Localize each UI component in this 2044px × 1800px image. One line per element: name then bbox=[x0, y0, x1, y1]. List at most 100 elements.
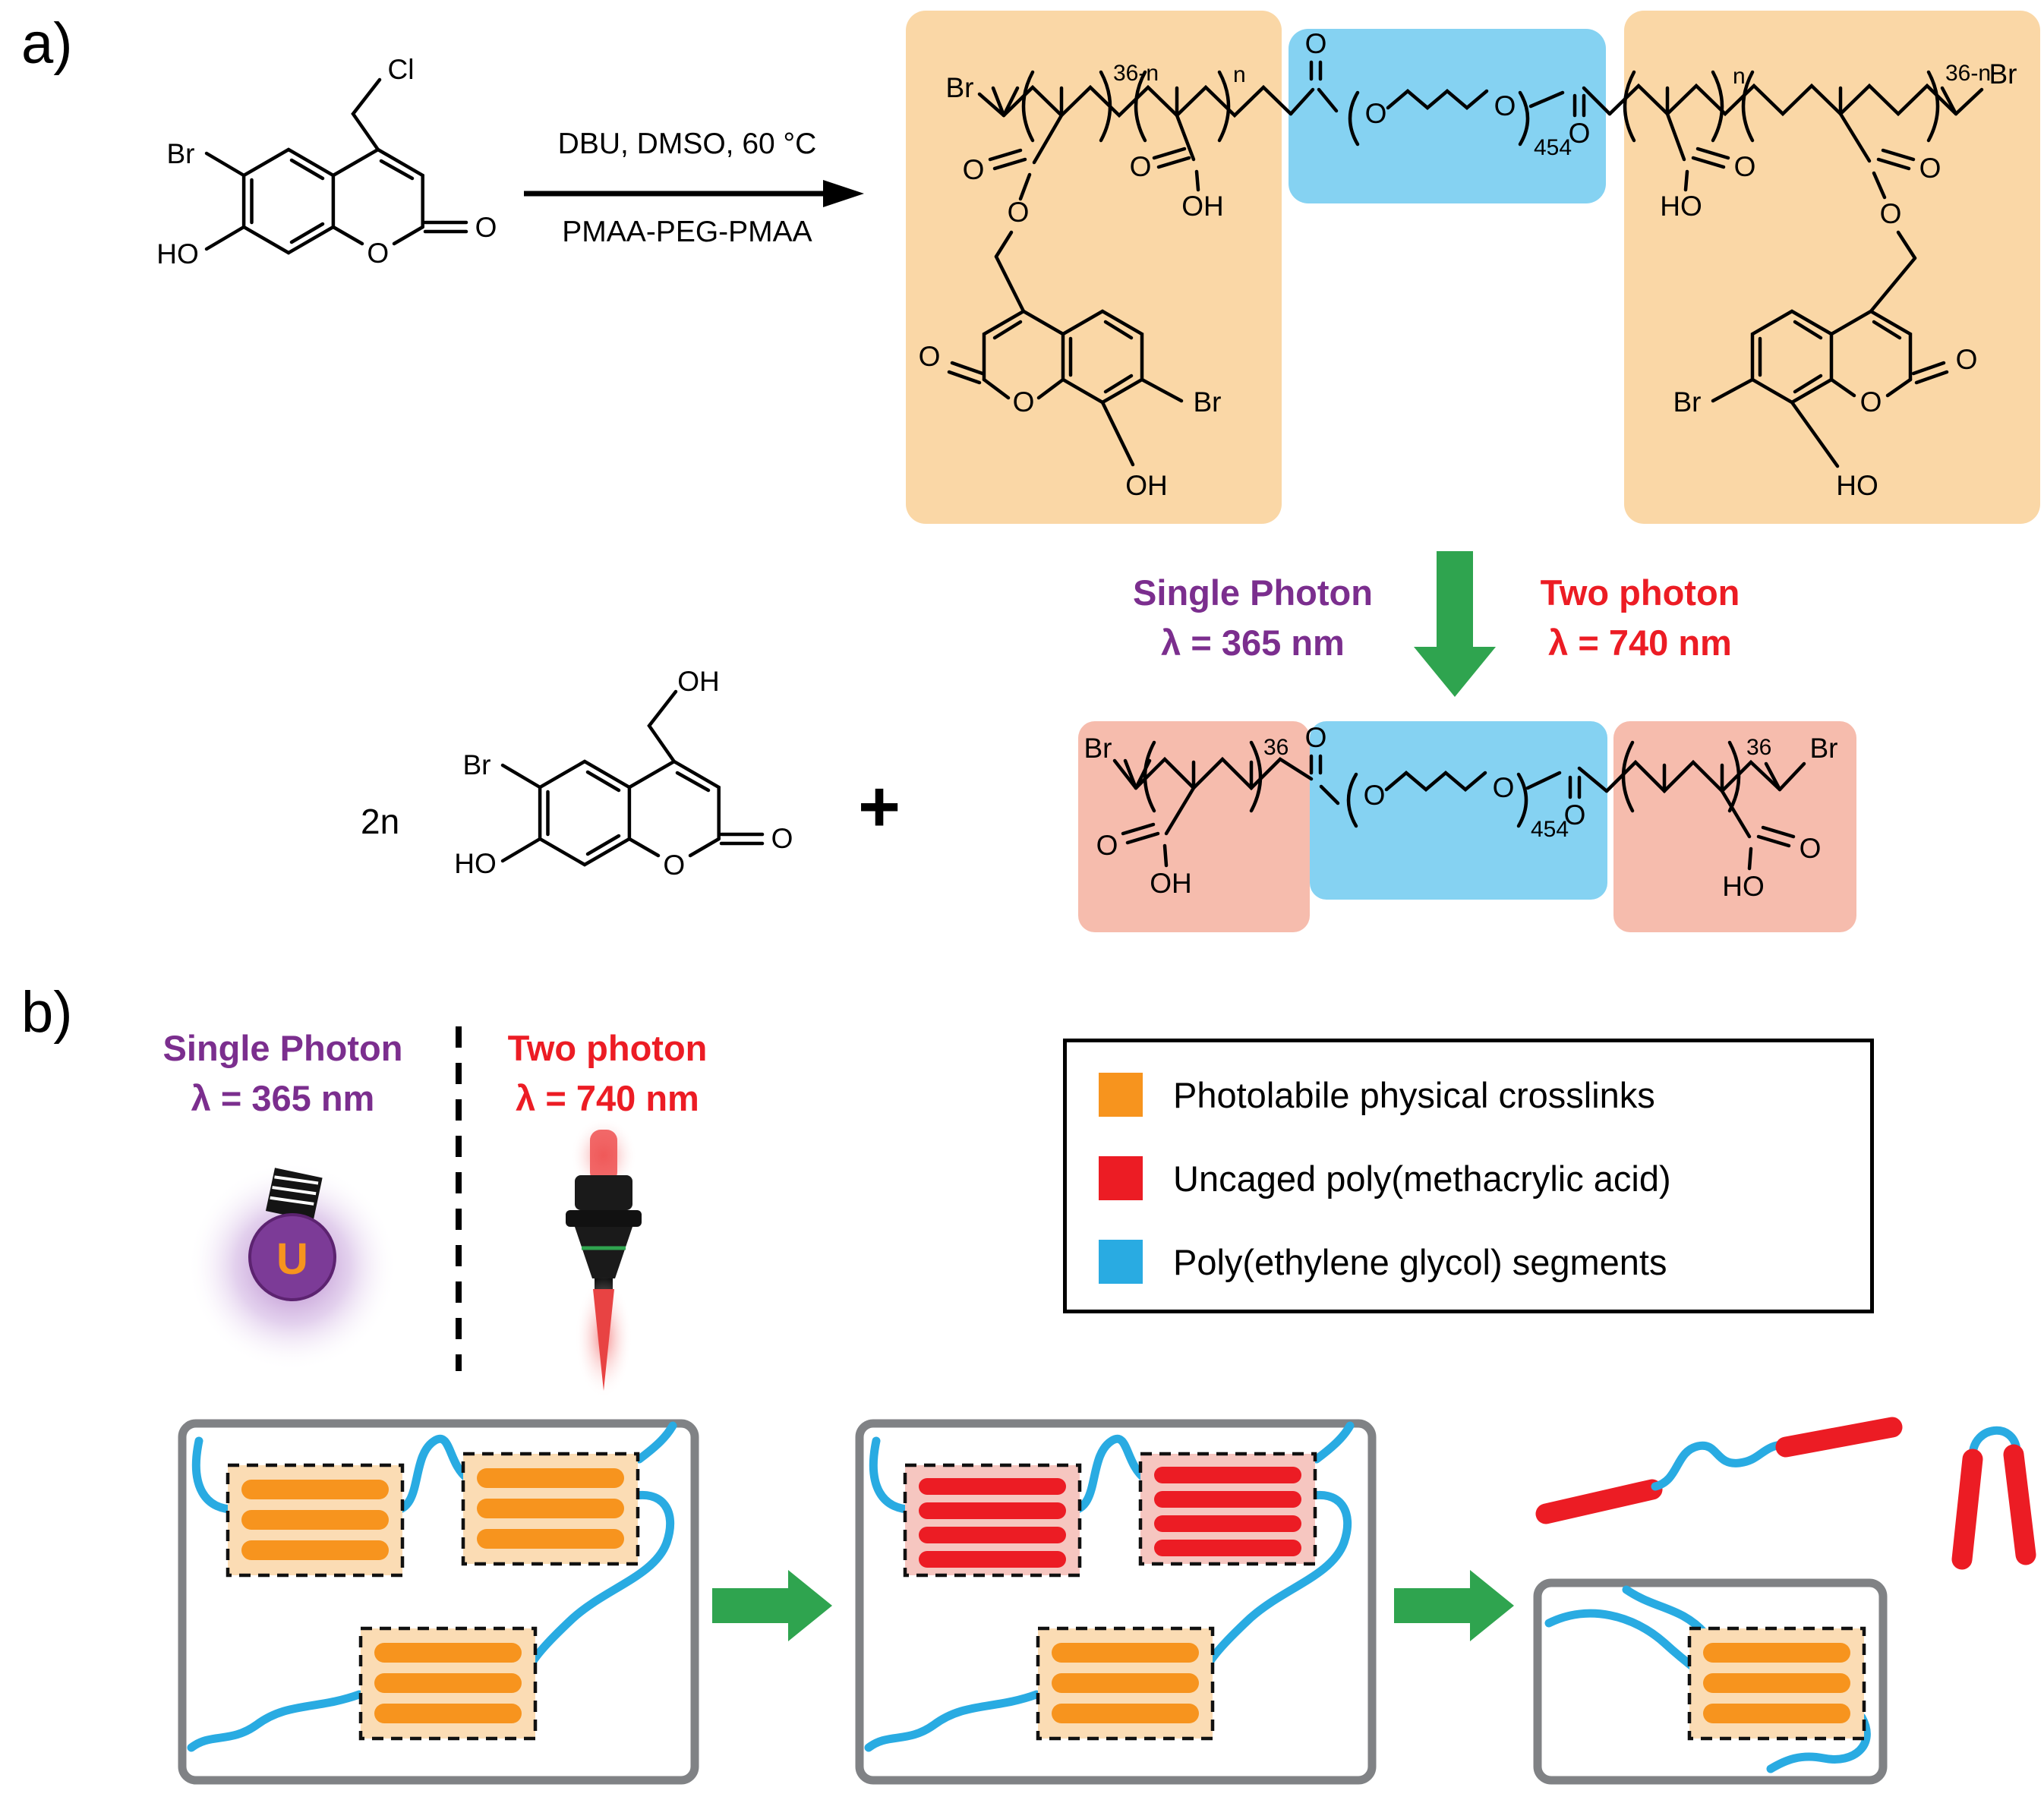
bulb-base bbox=[265, 1168, 323, 1222]
atom-label-o: O bbox=[1564, 799, 1586, 831]
objective-cone bbox=[575, 1227, 632, 1278]
crosslink-bundle-orange bbox=[1687, 1626, 1866, 1741]
atom-label-oh: OH bbox=[1150, 868, 1192, 899]
atom-label-o: O bbox=[1364, 780, 1386, 811]
green-arrow bbox=[1394, 1570, 1514, 1641]
atom-label-o: O bbox=[1365, 98, 1387, 129]
legend-label: Poly(ethylene glycol) segments bbox=[1173, 1241, 1667, 1282]
laser-beam-top bbox=[590, 1130, 617, 1183]
atom-label-cl: Cl bbox=[388, 54, 415, 85]
two-photon-line1: Two photon bbox=[1540, 572, 1740, 613]
bulb-filament: U bbox=[276, 1234, 308, 1284]
two-photon-label-a: Two photon λ = 740 nm bbox=[1503, 568, 1777, 668]
microscope-objective-icon bbox=[566, 1118, 642, 1398]
single-photon-line1: Single Photon bbox=[162, 1028, 403, 1068]
atom-label-o: O bbox=[1493, 772, 1515, 803]
two-photon-line2: λ = 740 nm bbox=[516, 1077, 699, 1118]
atom-label-br: Br bbox=[946, 72, 974, 103]
atom-label-br: Br bbox=[167, 138, 195, 169]
atom-label-o: O bbox=[1956, 344, 1978, 375]
single-photon-label-b: Single Photon λ = 365 nm bbox=[114, 1023, 452, 1124]
atom-label-ho: HO bbox=[1836, 470, 1878, 501]
structure-peg-bottom: O O O 454 O bbox=[1305, 722, 1609, 842]
atom-label-o: O bbox=[663, 850, 685, 881]
structure-pmaa-right: Br 36 O HO bbox=[1604, 733, 1838, 902]
repeat-label-n: n bbox=[1233, 62, 1246, 87]
repeat-label-36n: 36-n bbox=[1113, 61, 1159, 86]
orange-highlight-left bbox=[906, 11, 1282, 524]
atom-label-o: O bbox=[1096, 830, 1118, 861]
crosslink-bundle-orange bbox=[461, 1452, 640, 1566]
atom-label-o: O bbox=[475, 212, 497, 243]
orange-swatch-icon bbox=[1099, 1073, 1143, 1117]
crosslink-bundle-red bbox=[1138, 1452, 1317, 1566]
atom-label-br: Br bbox=[463, 749, 491, 780]
repeat-label-36: 36 bbox=[1263, 735, 1289, 760]
structure-pmaa-coumarin-right: Br n 36-n O HO O O bbox=[1607, 58, 2017, 501]
atom-label-o: O bbox=[963, 154, 985, 185]
atom-label-ho: HO bbox=[1722, 871, 1765, 902]
panel-b-label: b) bbox=[21, 980, 73, 1045]
atom-label-o: O bbox=[1919, 153, 1941, 184]
objective-collar bbox=[566, 1210, 642, 1227]
red-swatch-icon bbox=[1099, 1156, 1143, 1200]
two-photon-line2: λ = 740 nm bbox=[1548, 622, 1732, 663]
atom-label-o: O bbox=[1013, 386, 1035, 418]
structure-coumarin-chloride: Cl Br HO O O bbox=[156, 54, 497, 270]
atom-label-oh: OH bbox=[677, 666, 720, 697]
two-photon-label-b: Two photon λ = 740 nm bbox=[472, 1023, 743, 1124]
atom-label-o: O bbox=[1305, 722, 1327, 753]
atom-label-o: O bbox=[1880, 198, 1902, 229]
blue-highlight-top bbox=[1289, 29, 1606, 203]
structure-coumarin-alcohol: OH Br HO O O bbox=[454, 666, 793, 881]
atom-label-oh: OH bbox=[1125, 470, 1168, 501]
legend-label: Photolabile physical crosslinks bbox=[1173, 1074, 1655, 1115]
atom-label-br: Br bbox=[1989, 58, 2017, 90]
plus-sign: + bbox=[858, 766, 901, 847]
atom-label-oh: OH bbox=[1181, 191, 1224, 222]
single-photon-line2: λ = 365 nm bbox=[191, 1077, 375, 1118]
structure-pmaa-coumarin-left: Br 36-n n O O bbox=[919, 61, 1315, 501]
single-photon-label-a: Single Photon λ = 365 nm bbox=[1078, 568, 1427, 668]
legend-item-pmaa: Uncaged poly(methacrylic acid) bbox=[1099, 1155, 1671, 1201]
atom-label-o: O bbox=[1734, 151, 1756, 182]
atom-label-br: Br bbox=[1084, 733, 1112, 764]
crosslink-bundle-red bbox=[903, 1463, 1082, 1578]
legend-label: Uncaged poly(methacrylic acid) bbox=[1173, 1158, 1671, 1199]
released-chain bbox=[1535, 1417, 1903, 1524]
single-photon-line2: λ = 365 nm bbox=[1161, 622, 1345, 663]
gel-boundary bbox=[855, 1419, 1377, 1785]
structure-peg-top: O O O 454 O bbox=[1305, 28, 1612, 160]
repeat-label-454: 454 bbox=[1534, 135, 1572, 160]
gel-network-uncaged bbox=[855, 1419, 1377, 1785]
crosslink-bundle-orange bbox=[1036, 1626, 1215, 1741]
gel-network-dissolved bbox=[1533, 1417, 2036, 1785]
panel-a-label: a) bbox=[21, 11, 73, 76]
reaction-conditions: DBU, DMSO, 60 °C bbox=[557, 128, 817, 160]
orange-highlight-right bbox=[1624, 11, 2040, 524]
legend-item-peg: Poly(ethylene glycol) segments bbox=[1099, 1239, 1667, 1285]
atom-label-ho: HO bbox=[156, 238, 199, 270]
released-hairpin bbox=[1951, 1426, 2036, 1570]
atom-label-ho: HO bbox=[454, 848, 497, 879]
atom-label-o: O bbox=[1800, 833, 1822, 864]
gel-boundary bbox=[178, 1419, 699, 1785]
atom-label-o: O bbox=[1569, 118, 1591, 149]
atom-label-br: Br bbox=[1673, 386, 1702, 418]
light-bulb-icon: U bbox=[188, 1162, 397, 1371]
repeat-label-n: n bbox=[1733, 64, 1746, 89]
atom-label-o: O bbox=[1008, 197, 1030, 228]
reaction-arrow bbox=[524, 180, 864, 207]
bulb-globe bbox=[248, 1213, 336, 1301]
atom-label-o: O bbox=[1860, 386, 1882, 418]
focused-beam bbox=[593, 1289, 614, 1391]
atom-label-o: O bbox=[1305, 28, 1327, 59]
atom-label-br: Br bbox=[1194, 386, 1222, 418]
atom-label-o: O bbox=[919, 341, 941, 372]
reaction-polymer-name: PMAA-PEG-PMAA bbox=[562, 216, 812, 248]
atom-label-o: O bbox=[771, 823, 793, 854]
repeat-label-36: 36 bbox=[1746, 735, 1771, 760]
two-photon-line1: Two photon bbox=[507, 1028, 708, 1068]
